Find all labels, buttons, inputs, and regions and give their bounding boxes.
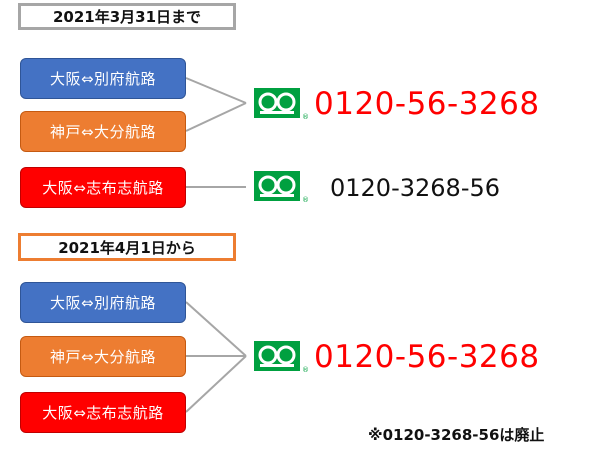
svg-text:®: ® [302,196,308,204]
svg-text:®: ® [302,113,308,121]
header-from-april: 2021年4月1日から [18,233,236,261]
freedial-icon: ® [254,341,308,374]
connector-line [185,102,247,132]
route-kobe-oita: 神戸⇔大分航路 [20,111,186,152]
freedial-icon: ® [254,171,308,204]
connector-line [185,355,247,413]
connector-line [185,301,247,357]
route-osaka-shibushi: 大阪⇔志布志航路 [20,167,186,208]
connector-line [185,77,247,104]
header-until-march: 2021年3月31日まで [18,3,236,30]
phone-secondary: 0120-3268-56 [330,174,501,202]
route-osaka-shibushi: 大阪⇔志布志航路 [20,392,186,433]
footnote-discontinued: ※0120-3268-56は廃止 [368,426,545,444]
phone-main-2: 0120-56-3268 [314,339,540,375]
svg-text:®: ® [302,366,308,374]
phone-main-1: 0120-56-3268 [314,86,540,122]
freedial-icon: ® [254,88,308,121]
route-osaka-beppu: 大阪⇔別府航路 [20,282,186,323]
route-kobe-oita: 神戸⇔大分航路 [20,336,186,377]
route-osaka-beppu: 大阪⇔別府航路 [20,58,186,99]
